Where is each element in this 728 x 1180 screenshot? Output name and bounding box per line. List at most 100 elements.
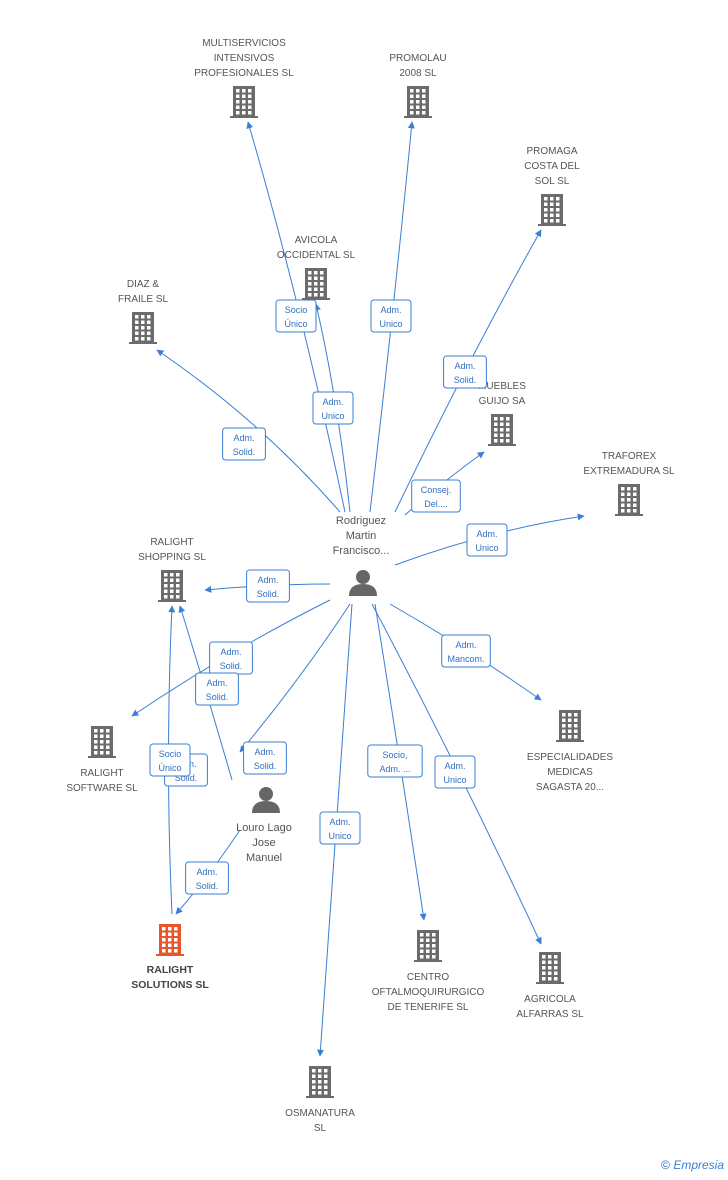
building-icon [306,1066,334,1098]
brand-logo[interactable]: Empresia [673,1158,724,1172]
badge-label: Adm. [220,647,241,657]
company-label: GUIJO SA [479,396,526,407]
badge-label: Solid. [196,881,219,891]
company-node-muebles[interactable]: MUEBLES GUIJO SA [478,381,526,446]
company-label: SL [314,1123,327,1134]
relation-badge[interactable]: Adm.Unico [319,811,361,845]
company-label: FRAILE SL [118,294,168,305]
badge-label: Unico [443,775,466,785]
relation-badge[interactable]: Adm.Unico [466,523,508,557]
company-label: AGRICOLA [524,994,576,1005]
relation-badge[interactable]: Adm.Solid. [222,427,266,461]
company-node-multiservicios[interactable]: MULTISERVICIOS INTENSIVOS PROFESIONALES SL [194,38,294,118]
badge-box [275,299,317,333]
relation-badge[interactable]: Adm.Unico [312,391,354,425]
badge-label: Adm. [380,305,401,315]
badge-label: Adm. ... [379,764,410,774]
company-label: SHOPPING SL [138,552,206,563]
building-icon [158,570,186,602]
person-label: Jose [252,837,275,849]
person-label: Rodriguez [336,515,386,527]
company-label: INTENSIVOS [214,53,275,64]
badge-label: Adm. [454,361,475,371]
badge-box [243,741,287,775]
badge-label: Mancom. [447,654,484,664]
badge-label: Solid. [175,773,198,783]
person-label: Francisco... [333,545,390,557]
relation-badge[interactable]: Adm. Solid. [243,741,287,775]
badge-box [149,743,191,777]
company-label: OSMANATURA [285,1108,355,1119]
badge-label: Socio [285,305,308,315]
relation-badge[interactable]: Adm.Solid. [246,569,290,603]
badge-label: Solid. [254,761,277,771]
relation-badge[interactable]: Adm. Unico [434,755,476,789]
badge-box [441,634,491,668]
badge-label: Unico [475,543,498,553]
company-label: RALIGHT [147,964,194,976]
copyright-symbol: © [661,1158,670,1172]
badge-label: Adm. [206,678,227,688]
badge-label: Socio, [382,750,407,760]
relation-badge[interactable]: Adm.Solid. [185,861,229,895]
building-icon [302,268,330,300]
badge-label: Adm. [254,747,275,757]
company-label: SAGASTA 20... [536,782,604,793]
badges-layer: SocioÚnicoAdm.UnicoAdm.Solid.Adm.UnicoAd… [149,299,508,895]
badge-label: Unico [321,411,344,421]
relation-badge[interactable]: Adm.Mancom. [441,634,491,668]
badge-label: Adm. [444,761,465,771]
relation-badge[interactable]: Adm.Solid. [209,641,253,675]
company-node-diaz[interactable]: DIAZ & FRAILE SL [118,279,168,344]
building-icon [156,924,184,956]
badge-label: Socio [159,749,182,759]
relation-badge[interactable]: Socio, Adm. ... [367,744,423,778]
company-label: DIAZ & [127,279,160,290]
building-icon [488,414,516,446]
company-label: 2008 SL [399,68,437,79]
person-label: Manuel [246,852,282,864]
company-node-osmanatura[interactable]: OSMANATURA SL [285,1066,355,1134]
relation-badge[interactable]: Adm. Unico [370,299,412,333]
relation-badge[interactable]: Adm.Solid. [443,355,487,389]
company-label: CENTRO [407,972,449,983]
company-label: COSTA DEL [524,161,580,172]
badge-box [434,755,476,789]
company-label: MEDICAS [547,767,593,778]
badge-label: Consej. [421,485,452,495]
relation-badge[interactable]: Adm.Solid. [195,672,239,706]
badge-box [411,479,461,513]
badge-box [185,861,229,895]
badge-box [195,672,239,706]
relation-badge[interactable]: Consej.Del.... [411,479,461,513]
badge-box [319,811,361,845]
badge-label: Único [284,319,307,329]
company-label: MULTISERVICIOS [202,38,286,49]
company-label: PROFESIONALES SL [194,68,294,79]
badge-label: Unico [379,319,402,329]
company-label: MUEBLES [478,381,526,392]
building-icon [230,86,258,118]
company-label: SOL SL [535,176,570,187]
person-label: Martin [346,530,377,542]
relation-edge [239,603,351,753]
person-node-rodriguez[interactable]: RodriguezMartinFrancisco... [333,515,390,596]
company-label: TRAFOREX [602,451,657,462]
badge-label: Adm. [233,433,254,443]
person-label: Louro Lago [236,822,292,834]
badge-label: Solid. [257,589,280,599]
